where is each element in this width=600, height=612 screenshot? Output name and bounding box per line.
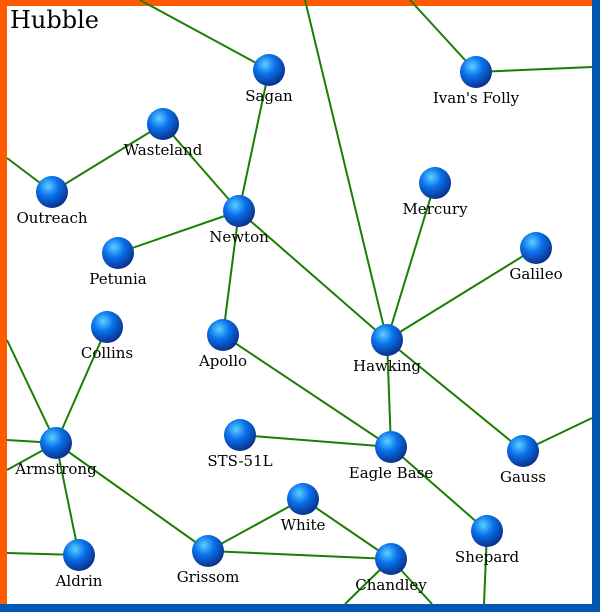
star-icon[interactable] <box>207 319 239 351</box>
lane <box>117 210 240 254</box>
border-top <box>0 0 600 6</box>
star-label: Sagan <box>245 87 293 105</box>
lane <box>386 247 537 341</box>
lane <box>386 182 436 341</box>
star-icon[interactable] <box>419 167 451 199</box>
star-label: Petunia <box>89 270 146 288</box>
star-label: STS-51L <box>207 452 272 470</box>
star-label: Newton <box>209 228 269 246</box>
map-title: Hubble <box>10 6 99 34</box>
border-left <box>0 0 7 612</box>
star-system-chandley[interactable]: Chandley <box>355 543 427 594</box>
star-icon[interactable] <box>223 195 255 227</box>
star-icon[interactable] <box>102 237 134 269</box>
star-system-hawking[interactable]: Hawking <box>353 324 421 375</box>
star-system-sagan[interactable]: Sagan <box>245 54 293 105</box>
star-system-eagle-base[interactable]: Eagle Base <box>349 431 434 482</box>
lane <box>238 69 270 212</box>
lane <box>51 123 164 193</box>
star-icon[interactable] <box>63 539 95 571</box>
lane <box>239 434 392 448</box>
star-label: Galileo <box>509 265 562 283</box>
star-icon[interactable] <box>471 515 503 547</box>
lane-offmap <box>475 66 593 73</box>
star-label: Aldrin <box>55 572 103 590</box>
star-label: Grissom <box>177 568 240 586</box>
star-system-sts-51l[interactable]: STS-51L <box>207 419 273 470</box>
star-system-galileo[interactable]: Galileo <box>509 232 563 283</box>
star-icon[interactable] <box>224 419 256 451</box>
star-system-mercury[interactable]: Mercury <box>402 167 468 218</box>
star-system-white[interactable]: White <box>281 483 326 534</box>
star-system-gauss[interactable]: Gauss <box>500 435 546 486</box>
lane <box>386 339 524 452</box>
star-label: Outreach <box>16 209 87 227</box>
star-icon[interactable] <box>40 427 72 459</box>
star-icon[interactable] <box>36 176 68 208</box>
border-right <box>592 0 600 612</box>
star-label: Wasteland <box>124 141 203 159</box>
star-icon[interactable] <box>460 56 492 88</box>
star-system-shepard[interactable]: Shepard <box>455 515 520 566</box>
star-label: Armstrong <box>14 460 97 478</box>
star-label: Ivan's Folly <box>433 89 520 107</box>
star-system-aldrin[interactable]: Aldrin <box>55 539 103 590</box>
star-icon[interactable] <box>192 535 224 567</box>
star-icon[interactable] <box>375 431 407 463</box>
star-system-armstrong[interactable]: Armstrong <box>14 427 97 478</box>
star-label: Eagle Base <box>349 464 434 482</box>
lane <box>302 498 392 560</box>
lane-offmap <box>409 0 477 73</box>
star-icon[interactable] <box>91 311 123 343</box>
star-icon[interactable] <box>520 232 552 264</box>
star-system-apollo[interactable]: Apollo <box>198 319 247 370</box>
lane <box>162 123 240 212</box>
lane <box>390 446 488 532</box>
border-bottom <box>0 604 600 612</box>
star-system-collins[interactable]: Collins <box>81 311 133 362</box>
star-icon[interactable] <box>371 324 403 356</box>
star-system-outreach[interactable]: Outreach <box>16 176 88 227</box>
star-label: White <box>281 516 326 534</box>
lane <box>55 326 108 444</box>
star-label: Collins <box>81 344 133 362</box>
star-label: Apollo <box>198 352 247 370</box>
star-icon[interactable] <box>253 54 285 86</box>
star-system-ivan-s-folly[interactable]: Ivan's Folly <box>433 56 520 107</box>
lane <box>386 339 392 448</box>
lane <box>55 442 80 556</box>
star-system-wasteland[interactable]: Wasteland <box>124 108 203 159</box>
star-icon[interactable] <box>507 435 539 467</box>
star-label: Shepard <box>455 548 520 566</box>
lane <box>222 210 240 336</box>
lane <box>207 550 392 560</box>
star-label: Hawking <box>353 357 421 375</box>
lane-offmap <box>139 0 270 71</box>
lane-offmap <box>6 339 57 444</box>
star-icon[interactable] <box>147 108 179 140</box>
star-system-grissom[interactable]: Grissom <box>177 535 240 586</box>
star-system-petunia[interactable]: Petunia <box>89 237 147 288</box>
lane <box>207 498 304 552</box>
lane <box>238 210 388 341</box>
lane <box>55 442 209 552</box>
lane <box>222 334 392 448</box>
star-label: Chandley <box>355 576 427 594</box>
star-icon[interactable] <box>287 483 319 515</box>
lane-offmap <box>304 0 388 341</box>
star-icon[interactable] <box>375 543 407 575</box>
star-label: Mercury <box>402 200 468 218</box>
star-system-newton[interactable]: Newton <box>209 195 269 246</box>
star-label: Gauss <box>500 468 546 486</box>
